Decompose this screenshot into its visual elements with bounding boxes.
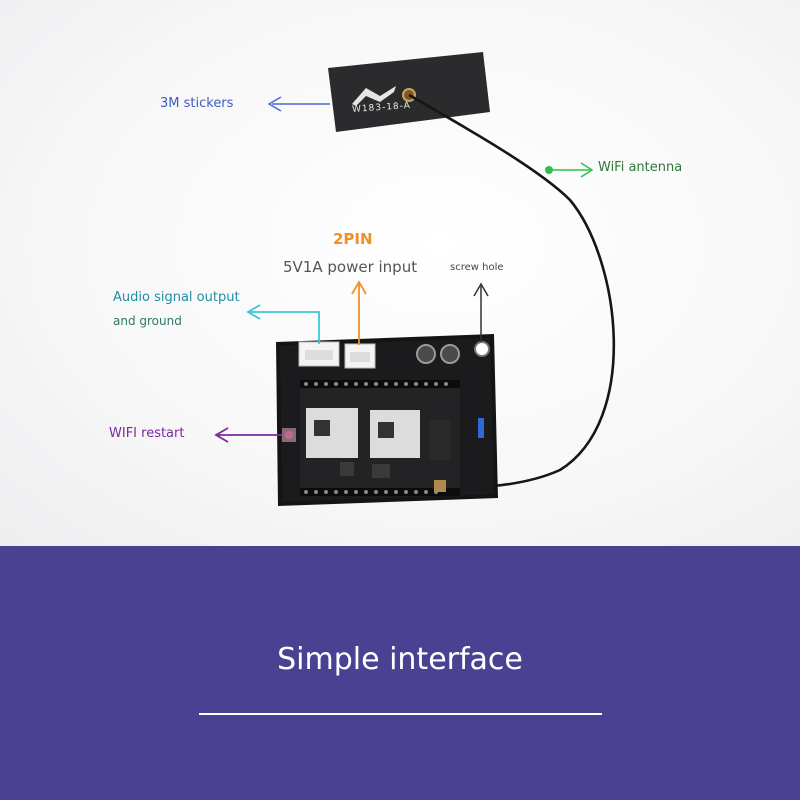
screw-hole [474, 341, 490, 357]
label-power-input: 5V1A power input [283, 258, 418, 276]
label-wifi-restart: WIFI restart [109, 426, 185, 441]
label-screw-hole: screw hole [450, 262, 504, 273]
board-illustration [214, 52, 616, 506]
label-wifi-antenna: WiFi antenna [598, 160, 683, 175]
arrow-power [351, 280, 367, 345]
antenna-dot [545, 166, 553, 174]
label-audio-output: Audio signal output [113, 290, 240, 305]
footer-banner: Simple interface [0, 546, 800, 800]
arrow-restart [214, 427, 282, 443]
label-3m-stickers: 3M stickers [160, 96, 234, 111]
product-photo: W183-18-A 3M stickers WiFi antenna 2PIN … [0, 0, 800, 546]
circuit-board [276, 334, 498, 506]
arrow-audio [246, 304, 320, 344]
arrow-antenna [553, 162, 594, 178]
footer-divider [199, 713, 602, 715]
footer-title: Simple interface [277, 642, 523, 677]
label-audio-ground: and ground [113, 314, 182, 328]
arrow-screw [473, 282, 489, 342]
label-2pin: 2PIN [333, 230, 373, 248]
sticker-logo [352, 86, 396, 106]
arrow-stickers [267, 96, 330, 112]
antenna-cable [408, 93, 616, 490]
